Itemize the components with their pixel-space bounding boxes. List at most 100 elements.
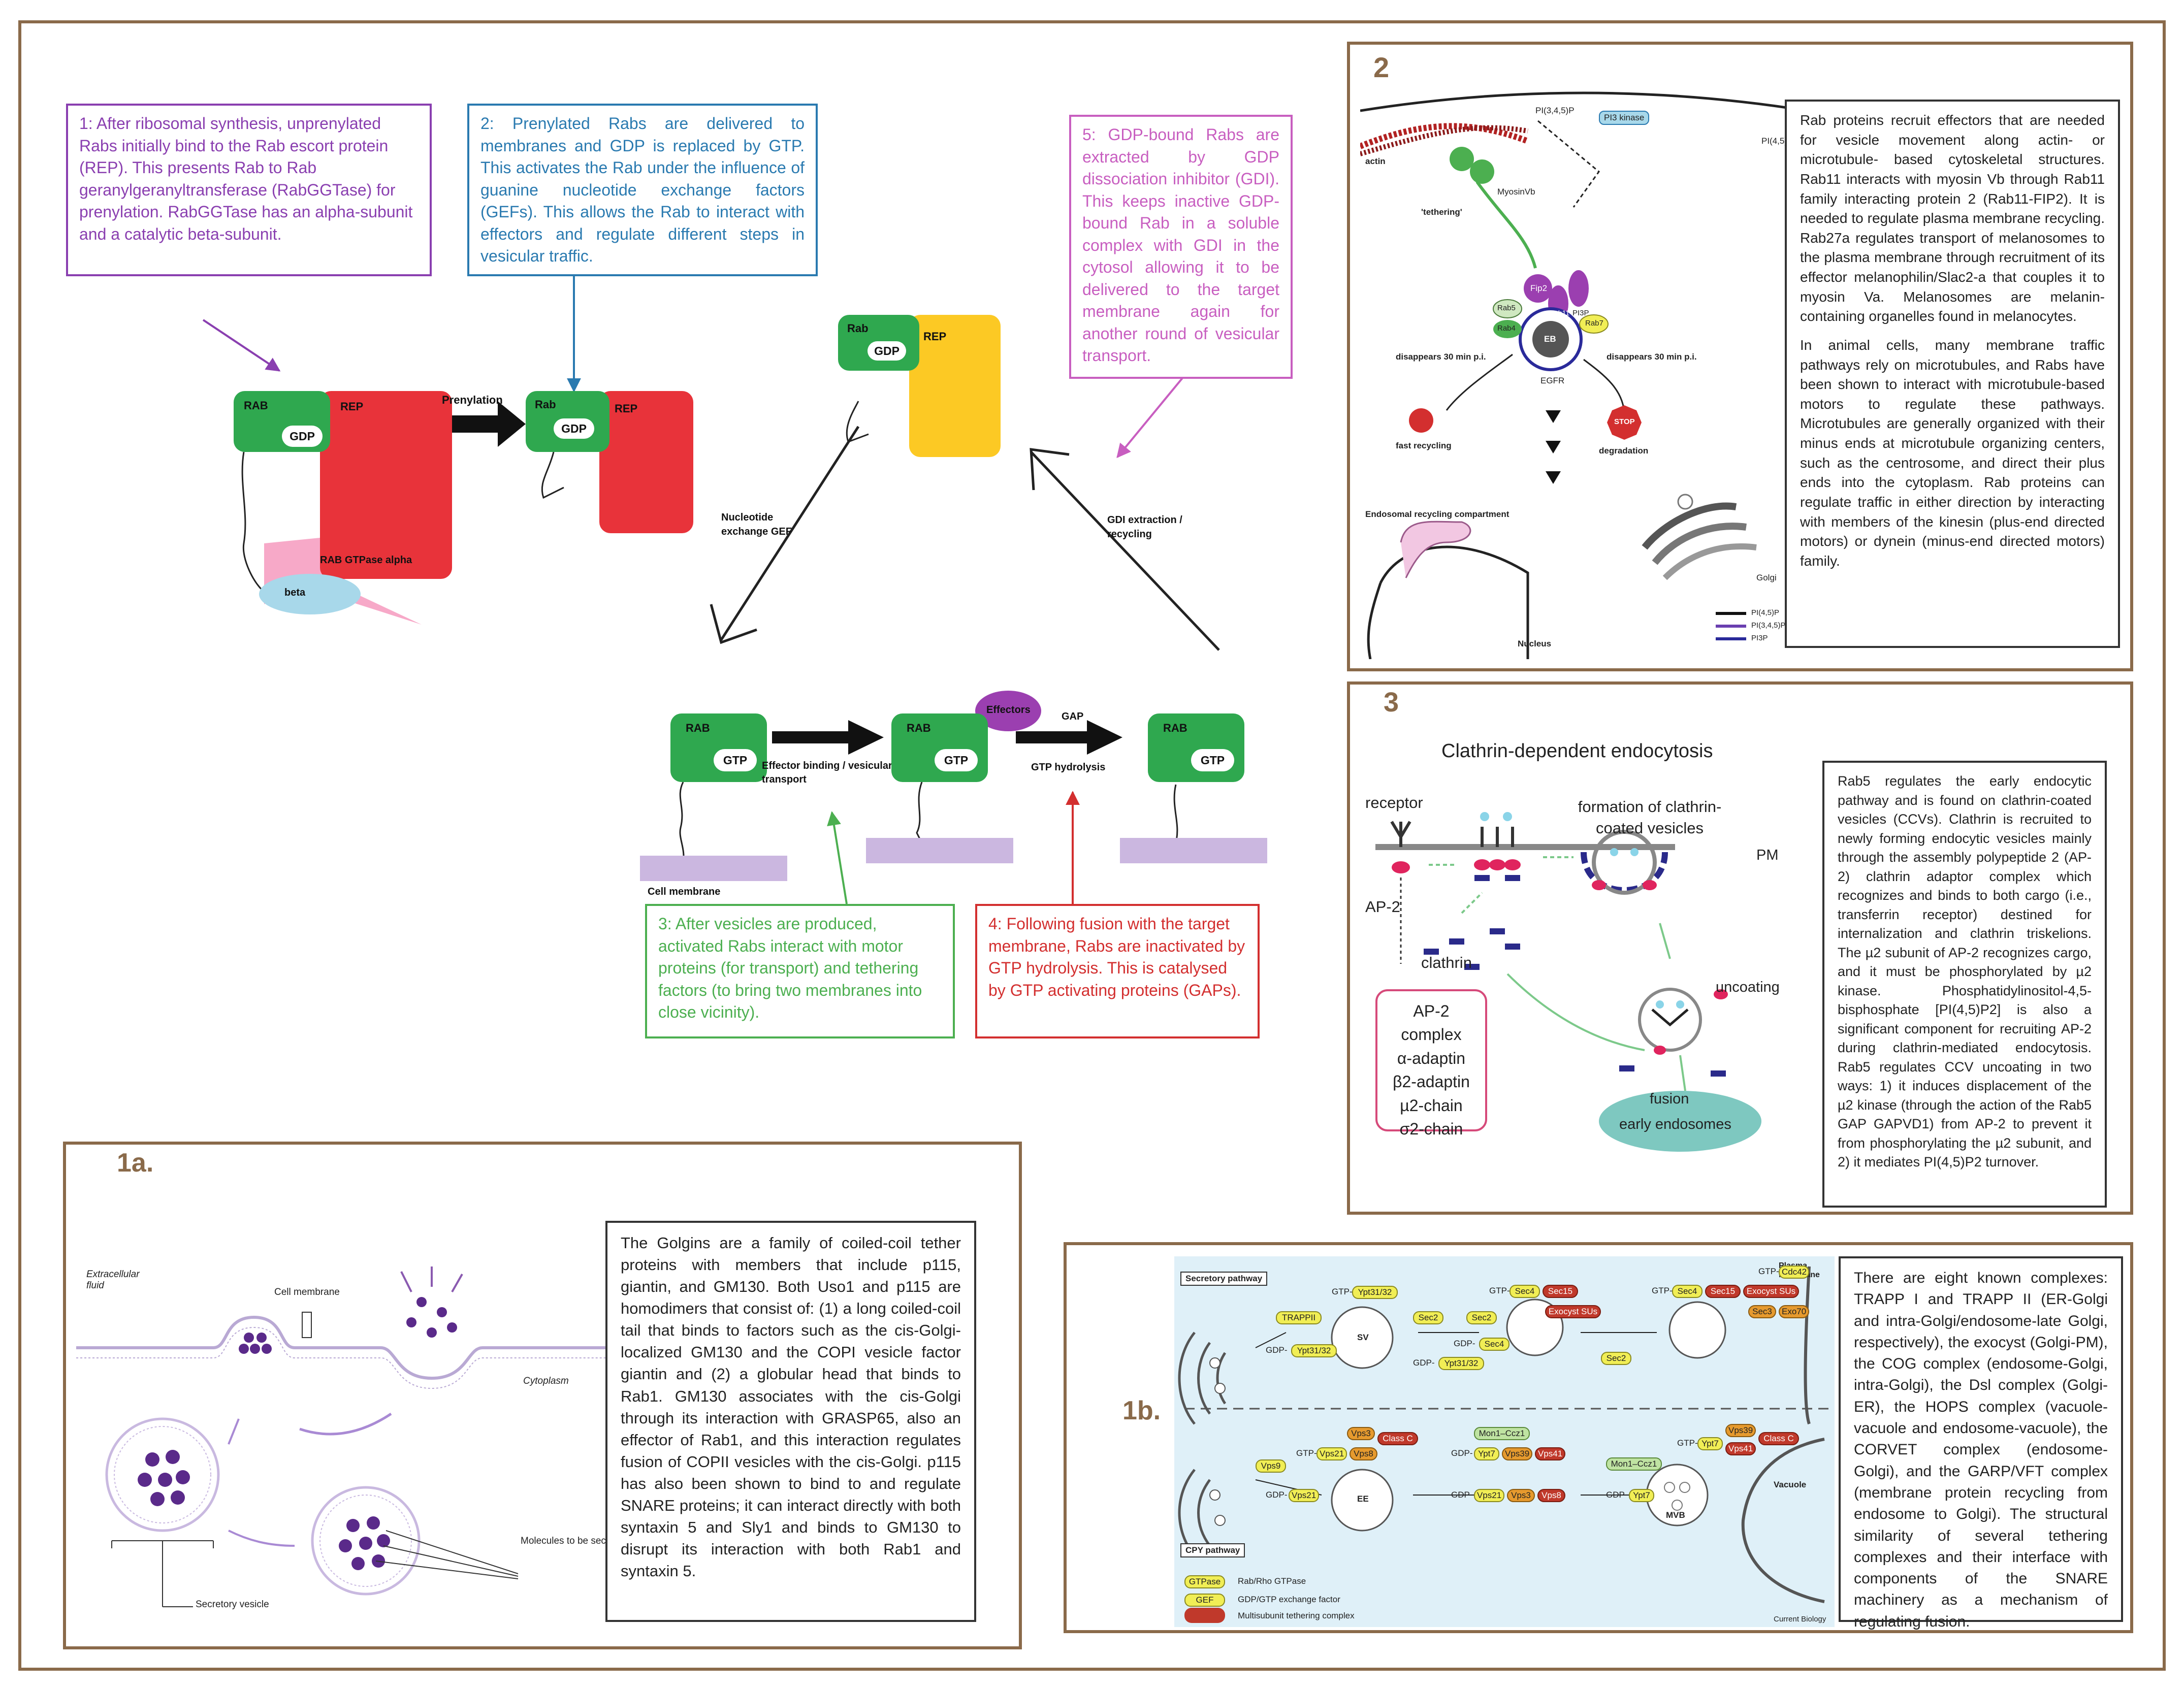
gtp-hydrolysis-label: GTP hydrolysis: [1031, 762, 1106, 773]
formation-label: formation of clathrin-coated vesicles: [1578, 798, 1722, 837]
mon1-label-1: Mon1–Ccz1: [1474, 1427, 1530, 1440]
vacuole-label: Vacuole: [1774, 1480, 1807, 1489]
fast-recycling-label: fast recycling: [1396, 441, 1452, 450]
gdp-ypt7-pre-2: GDP-: [1606, 1490, 1628, 1500]
gtp-pill-6: GTP: [1191, 749, 1234, 771]
legend-gef-swatch: GEF: [1184, 1594, 1225, 1607]
gtp-label-6: GTP: [1200, 754, 1225, 767]
pm-label: PM: [1756, 847, 1779, 863]
ap2-beta2: β2-adaptin: [1393, 1073, 1470, 1091]
golgi-label: Golgi: [1756, 573, 1777, 582]
rab-protein-1: RAB GDP: [234, 391, 330, 452]
degradation-label: degradation: [1599, 446, 1649, 456]
rab-protein-5: Rab GDP: [838, 315, 919, 371]
exo70-label: Exo70: [1779, 1305, 1809, 1318]
rab-label-4: RAB: [907, 722, 931, 734]
mvb-label: MVB: [1666, 1510, 1685, 1520]
disappears-right-label: disappears 30 min p.i.: [1607, 352, 1697, 362]
legend-gtpase-text: Rab/Rho GTPase: [1238, 1576, 1306, 1586]
early-endosomes-label: early endosomes: [1619, 1116, 1731, 1132]
endocytosis-diagram: [1375, 812, 1761, 1152]
panel-1b-text-body: There are eight known complexes: TRAPP I…: [1854, 1270, 2108, 1630]
panel-3-text: Rab5 regulates the early endocytic pathw…: [1822, 761, 2107, 1208]
gdp-label-1: GDP: [290, 430, 315, 443]
sec2-label-2: Sec2: [1466, 1311, 1497, 1324]
legend-complex-text: Multisubunit tethering complex: [1238, 1611, 1355, 1620]
rab4-label: Rab4: [1497, 324, 1516, 333]
ap2-complex-box: AP-2 complex α-adaptin β2-adaptin µ2-cha…: [1375, 989, 1487, 1138]
gtp-vps21-pre: GTP-: [1296, 1448, 1317, 1458]
legend-pi3p: PI3P: [1751, 634, 1768, 642]
callout-4-text: 4: Following fusion with the target memb…: [988, 915, 1245, 999]
sec2-label-3: Sec2: [1601, 1352, 1631, 1365]
sec3-label: Sec3: [1748, 1305, 1776, 1318]
cell-membrane-label: Cell membrane: [648, 886, 721, 897]
panel-3-number: 3: [1384, 687, 1399, 718]
stop-label: STOP: [1614, 417, 1635, 426]
receptor-label: receptor: [1365, 794, 1423, 811]
class-c-label-2: Class C: [1758, 1432, 1799, 1445]
rep-label-2: REP: [615, 402, 638, 415]
ap2-sigma2: σ2-chain: [1399, 1119, 1463, 1138]
panel-2: 2: [1347, 42, 2133, 671]
panel-3: 3 Clathrin-dependent endocytosis: [1347, 681, 2133, 1215]
gdi-extraction-label: GDI extraction / recycling: [1107, 514, 1182, 540]
gtp-label-4: GTP: [944, 754, 969, 767]
actin-label: actin: [1365, 156, 1386, 166]
gdp-vps21-pre-2: GDP-: [1451, 1490, 1473, 1500]
gtp-sec4-pre-2: GTP-: [1652, 1286, 1673, 1295]
egfr-label: EGFR: [1540, 376, 1565, 385]
cell-diagram: [1360, 91, 1807, 659]
panel-1a-text: The Golgins are a family of coiled-coil …: [605, 1221, 976, 1622]
rab-label-6: RAB: [1163, 722, 1187, 734]
gdp-ypt3132-pre-2: GDP-: [1413, 1358, 1435, 1368]
ypt3132-gtp-label: Ypt31/32: [1352, 1286, 1398, 1299]
vps21-gdp-label: Vps21: [1289, 1489, 1319, 1502]
ap2-alpha: α-adaptin: [1397, 1049, 1466, 1067]
callout-1-text: 1: After ribosomal synthesis, unprenylat…: [79, 114, 413, 243]
gdi-rep-label: REP: [923, 330, 947, 343]
ap2-mu2: µ2-chain: [1400, 1096, 1463, 1115]
extracellular-label: Extracellular fluid: [86, 1269, 140, 1291]
rab-protein-3: RAB GTP: [670, 713, 767, 782]
gdp-label-5: GDP: [874, 344, 900, 358]
rab-label-2: Rab: [535, 398, 556, 411]
cpy-pathway-label: CPY pathway: [1180, 1543, 1245, 1557]
panel-2-figure: PI(3,4,5)P PI3 kinase PI(4,5)P actin Myo…: [1360, 85, 1807, 659]
trappii-label: TRAPPII: [1276, 1311, 1322, 1324]
gdp-label-2: GDP: [561, 422, 587, 435]
legend-complex-swatch: [1184, 1608, 1225, 1623]
panel-3-title: Clathrin-dependent endocytosis: [1441, 740, 1713, 762]
vps39-label-1: Vps39: [1502, 1447, 1532, 1460]
cell-membrane-label-1a: Cell membrane: [274, 1287, 340, 1297]
ypt7-label-2: Ypt7: [1697, 1437, 1723, 1450]
panel-2-text-p2: In animal cells, many membrane traffic p…: [1800, 337, 2105, 569]
membrane-2: [866, 838, 1013, 863]
sec2-label-1: Sec2: [1413, 1311, 1443, 1324]
callout-2: 2: Prenylated Rabs are delivered to memb…: [467, 104, 818, 276]
rab7-label: Rab7: [1585, 319, 1603, 328]
membrane-3: [1120, 838, 1267, 863]
gdp-vps21-pre: GDP-: [1266, 1490, 1288, 1500]
panel-1b-number: 1b.: [1122, 1396, 1161, 1425]
legend-gef-text: GDP/GTP exchange factor: [1238, 1595, 1340, 1604]
callout-5-text: 5: GDP-bound Rabs are extracted by GDP d…: [1082, 125, 1279, 365]
ap2-complex-title: AP-2 complex: [1401, 1002, 1462, 1044]
sv-label: SV: [1357, 1333, 1369, 1342]
gdp-pill-5: GDP: [868, 341, 906, 361]
gdi-protein: REP: [909, 315, 1001, 457]
ap2-label: AP-2: [1365, 898, 1400, 916]
sec15-label-1: Sec15: [1543, 1285, 1578, 1298]
sec4-label-3: Sec4: [1672, 1285, 1703, 1298]
gdp-pill-2: GDP: [554, 418, 594, 439]
ypt3132-gdp-label: Ypt31/32: [1291, 1344, 1337, 1357]
panel-1b-text: There are eight known complexes: TRAPP I…: [1839, 1256, 2123, 1630]
rep-label: REP: [340, 400, 364, 413]
clathrin-label: clathrin: [1421, 954, 1472, 971]
callout-2-text: 2: Prenylated Rabs are delivered to memb…: [480, 114, 805, 266]
ypt3132-gdp-label-2: Ypt31/32: [1438, 1357, 1484, 1370]
rab-cycle-diagram: 1: After ribosomal synthesis, unprenylat…: [51, 96, 1321, 1077]
ypt7-label-1: Ypt7: [1474, 1447, 1499, 1460]
rab-label-3: RAB: [686, 722, 710, 734]
molecules-label: Molecules to be secreted: [521, 1536, 628, 1546]
